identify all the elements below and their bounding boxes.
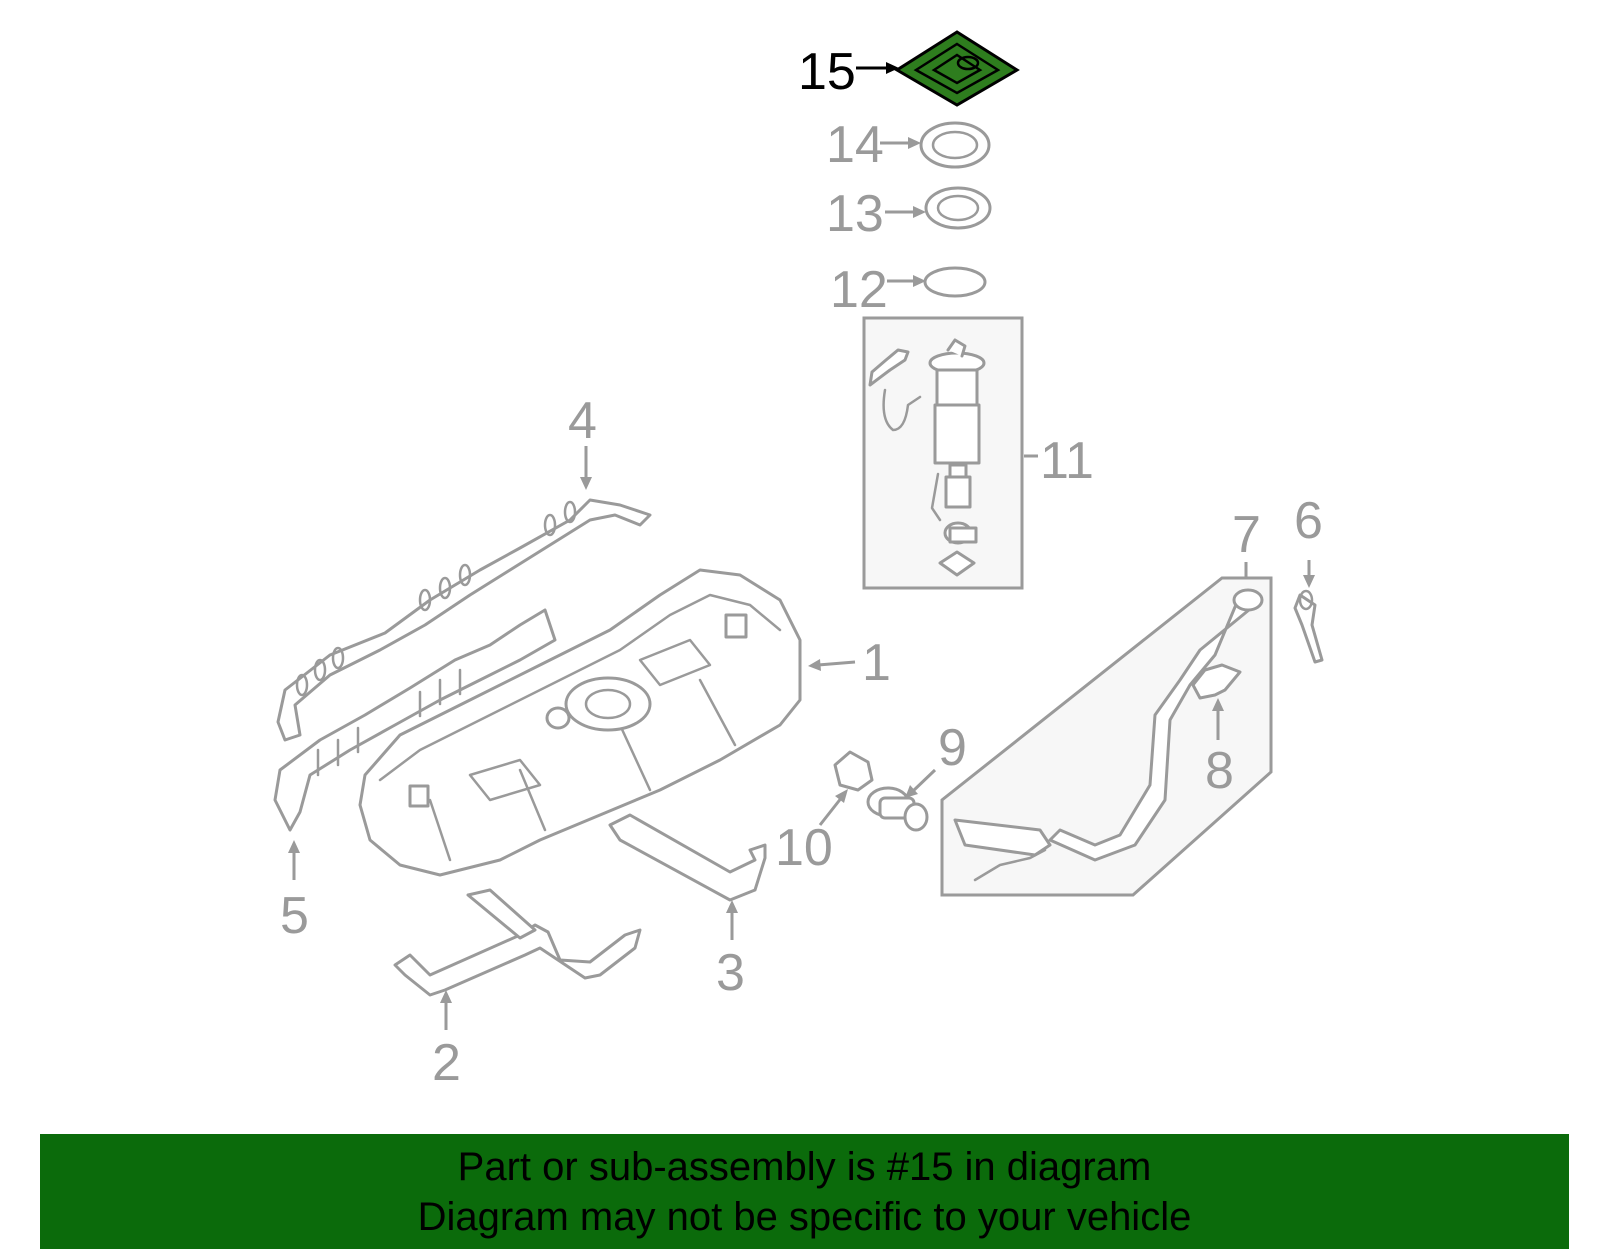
callout-14: 14 bbox=[826, 116, 921, 174]
callout-4: 4 bbox=[568, 392, 597, 490]
part-5-heat-shield[interactable] bbox=[273, 608, 557, 832]
callout-2: 2 bbox=[432, 990, 461, 1092]
part-13-lock-ring[interactable] bbox=[924, 186, 992, 230]
part-1-fuel-tank[interactable] bbox=[358, 568, 802, 877]
callout-3: 3 bbox=[716, 900, 745, 1002]
callout-15: 15 bbox=[798, 43, 899, 101]
callout-7: 7 bbox=[1232, 506, 1261, 578]
svg-text:6: 6 bbox=[1294, 492, 1323, 550]
banner-line-1: Part or sub-assembly is #15 in diagram bbox=[457, 1145, 1152, 1189]
part-7-filler-neck-assembly[interactable] bbox=[940, 576, 1273, 897]
part-14-seal-ring[interactable] bbox=[919, 121, 991, 169]
callout-9: 9 bbox=[905, 719, 967, 798]
svg-text:4: 4 bbox=[568, 392, 597, 450]
part-15-cover-plate[interactable] bbox=[894, 30, 1020, 107]
svg-text:10: 10 bbox=[775, 819, 833, 877]
svg-text:15: 15 bbox=[798, 43, 856, 101]
part-6-clip[interactable] bbox=[1293, 589, 1324, 664]
callout-8: 8 bbox=[1205, 698, 1234, 800]
part-10-cap[interactable] bbox=[833, 750, 874, 792]
svg-text:11: 11 bbox=[1040, 432, 1094, 490]
part-3-tank-strap[interactable] bbox=[608, 813, 767, 902]
part-4-heat-shield[interactable] bbox=[276, 498, 652, 742]
svg-text:14: 14 bbox=[826, 116, 884, 174]
part-12-o-ring[interactable] bbox=[923, 266, 987, 298]
svg-text:5: 5 bbox=[280, 887, 309, 945]
part-11-fuel-pump-assembly[interactable] bbox=[862, 316, 1024, 590]
svg-text:9: 9 bbox=[938, 719, 967, 777]
svg-text:1: 1 bbox=[862, 634, 891, 692]
callout-5: 5 bbox=[280, 840, 309, 945]
callout-12: 12 bbox=[830, 261, 926, 319]
svg-text:13: 13 bbox=[826, 185, 884, 243]
info-banner: Part or sub-assembly is #15 in diagram D… bbox=[40, 1134, 1569, 1249]
svg-text:2: 2 bbox=[432, 1034, 461, 1092]
callout-6: 6 bbox=[1294, 492, 1323, 588]
callout-10: 10 bbox=[775, 789, 848, 877]
svg-text:7: 7 bbox=[1232, 506, 1261, 564]
svg-text:8: 8 bbox=[1205, 742, 1234, 800]
part-2-tank-strap[interactable] bbox=[393, 888, 642, 997]
svg-text:12: 12 bbox=[830, 261, 888, 319]
part-9-valve[interactable] bbox=[866, 786, 929, 832]
callout-1: 1 bbox=[808, 634, 891, 692]
svg-text:3: 3 bbox=[716, 944, 745, 1002]
callout-11: 11 bbox=[1024, 432, 1094, 490]
banner-line-2: Diagram may not be specific to your vehi… bbox=[417, 1195, 1192, 1239]
part-8-bracket[interactable] bbox=[1191, 663, 1242, 700]
callout-13: 13 bbox=[826, 185, 926, 243]
